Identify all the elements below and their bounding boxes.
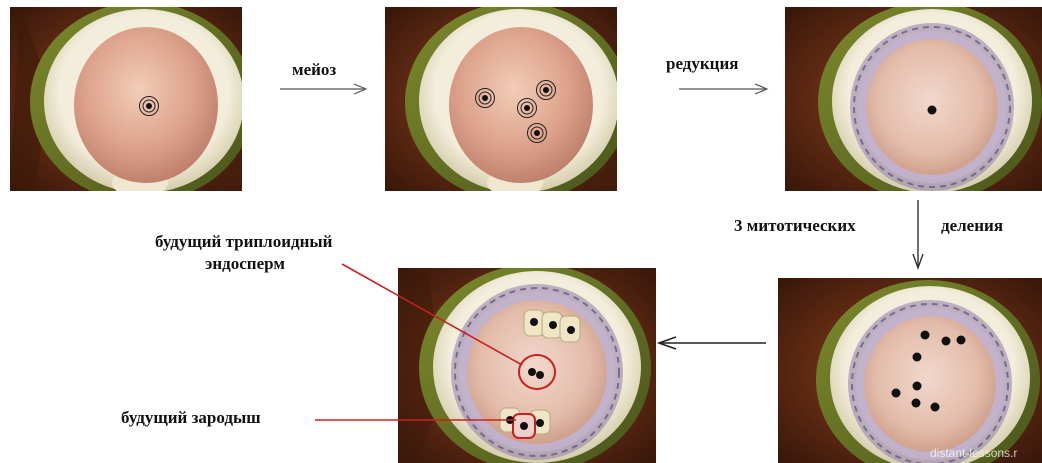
antipodal-cells xyxy=(524,310,580,342)
nucleus-icon xyxy=(549,321,557,329)
nucleus-icon xyxy=(530,318,538,326)
nucleus-icon xyxy=(957,336,966,345)
nucleus-icon xyxy=(567,326,575,334)
nucleus-icon xyxy=(913,382,922,391)
nucleus-icon xyxy=(140,97,159,116)
egg-apparatus xyxy=(500,408,550,438)
arrow-right-icon xyxy=(679,82,771,96)
embryo-label: будущий зародыш xyxy=(121,408,261,428)
arrow-down-icon xyxy=(911,200,925,270)
nucleus-icon xyxy=(518,99,537,118)
mitoses-label-right: деления xyxy=(941,216,1003,236)
nucleus-icon xyxy=(536,371,544,379)
nucleus-icon xyxy=(931,403,940,412)
nucleus-icon xyxy=(536,419,544,427)
nucleus-icon xyxy=(912,399,921,408)
panel-eight-nuclei: distant-lessons.r xyxy=(778,278,1042,463)
nucleus-icon xyxy=(942,337,951,346)
endosperm-label-line1: будущий триплоидный xyxy=(155,232,332,252)
nucleus-icon xyxy=(506,416,514,424)
arrow-left-icon xyxy=(656,335,768,351)
panel-four-megaspores xyxy=(385,7,617,191)
nucleus-icon xyxy=(537,81,556,100)
panel-megaspore-mother-cell xyxy=(10,7,242,191)
reduction-label: редукция xyxy=(666,54,738,74)
nucleus-icon xyxy=(476,89,495,108)
nucleus-icon xyxy=(892,389,901,398)
endosperm-label-line2: эндосперм xyxy=(205,254,285,274)
meiosis-label: мейоз xyxy=(292,60,336,80)
watermark: distant-lessons.r xyxy=(930,446,1017,460)
nucleus-icon xyxy=(913,353,922,362)
nucleus-icon xyxy=(528,368,536,376)
nucleus-icon xyxy=(928,106,937,115)
nucleus-icon xyxy=(528,124,547,143)
panel-functional-megaspore xyxy=(785,7,1042,191)
mitoses-label-left: 3 митотических xyxy=(734,216,856,236)
arrow-right-icon xyxy=(280,82,370,96)
nucleus-icon xyxy=(520,422,528,430)
polar-nuclei xyxy=(519,355,555,389)
panel-mature-embryo-sac xyxy=(398,268,656,463)
nucleus-icon xyxy=(921,331,930,340)
